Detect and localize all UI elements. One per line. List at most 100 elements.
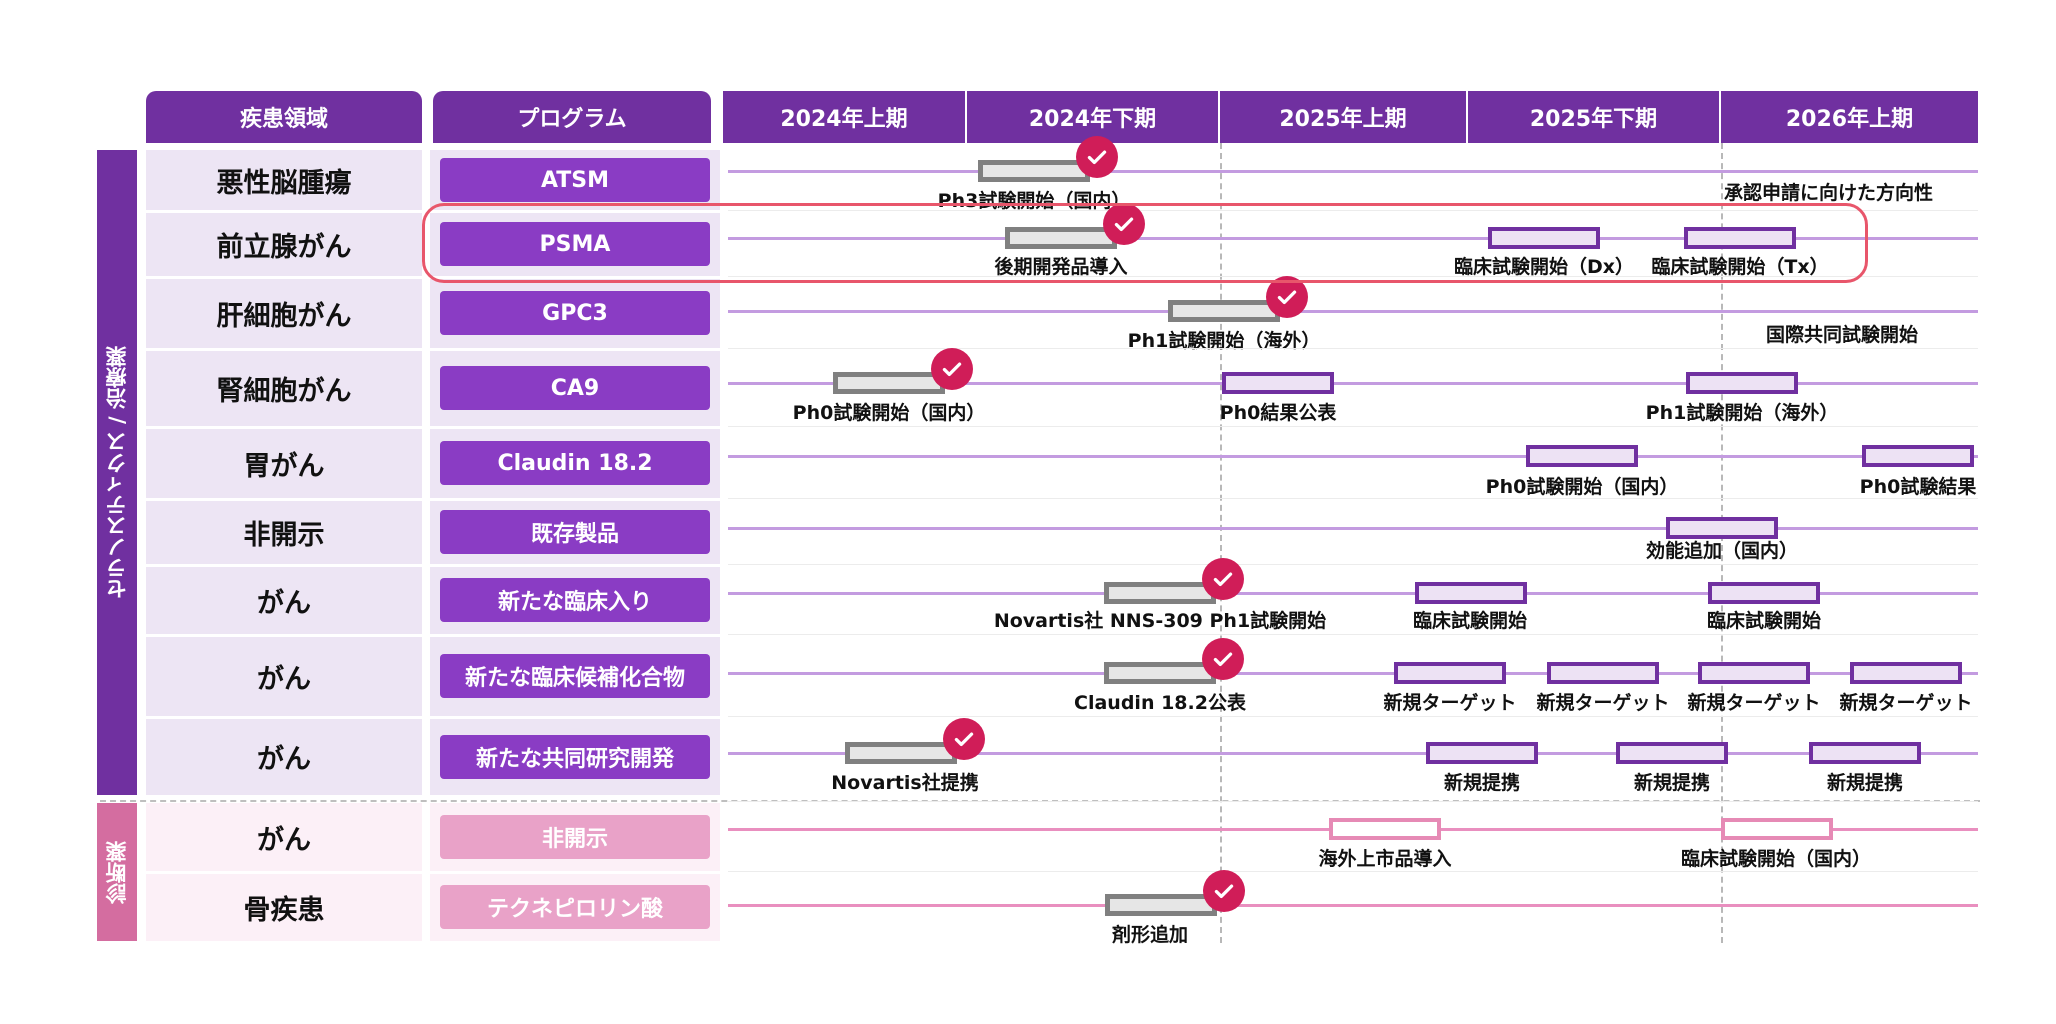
milestone-planned-box [1526, 445, 1638, 467]
header-period-2024h1: 2024年上期 [723, 91, 967, 143]
milestone-label: Ph1試験開始（海外） [1127, 330, 1321, 352]
disease-cell: がん [257, 663, 311, 695]
milestone-planned-box [1426, 742, 1538, 764]
milestone-completed-box [1105, 894, 1217, 916]
milestone-planned-box [1222, 372, 1334, 394]
timeline-row-divider [728, 498, 1978, 499]
program-button[interactable]: 新たな臨床入り [440, 578, 710, 622]
program-cell: 既存製品 [430, 500, 720, 564]
milestone-completed-box [1168, 300, 1280, 322]
milestone-planned-box [1666, 517, 1778, 539]
row-separator [146, 716, 722, 719]
program-button[interactable]: テクネピロリン酸 [440, 885, 710, 929]
milestone-label: Novartis社 NNS-309 Ph1試験開始 [993, 610, 1327, 632]
milestone-planned-box [1698, 662, 1810, 684]
milestone-planned-box [1850, 662, 1962, 684]
timeline-row-divider [728, 210, 1978, 211]
group-label-therapeutics: セラノスティクス / 治療薬 [105, 345, 129, 600]
milestone-label: 後期開発品導入 [994, 256, 1128, 278]
program-button[interactable]: 既存製品 [440, 510, 710, 554]
disease-cell: 非開示 [243, 519, 325, 551]
milestone-label: 新規ターゲット [1839, 692, 1973, 714]
milestone-label: Ph0試験結果 [1859, 476, 1977, 498]
milestone-completed-box [845, 742, 957, 764]
timeline-line [728, 382, 1978, 385]
disease-cell: がん [257, 744, 311, 775]
timeline-line [728, 672, 1978, 675]
milestone-completed-box [833, 372, 945, 394]
checkmark-icon [931, 348, 973, 390]
group-band-therapeutics: セラノスティクス / 治療薬 [97, 150, 137, 795]
checkmark-icon [1076, 136, 1118, 178]
program-button[interactable]: 新たな臨床候補化合物 [440, 654, 710, 698]
milestone-label: 新規ターゲット [1536, 692, 1670, 714]
timeline-row-divider [728, 426, 1978, 427]
timeline-row-divider [728, 564, 1978, 565]
checkmark-icon [1202, 558, 1244, 600]
milestone-label: 臨床試験開始（Tx） [1651, 256, 1829, 278]
program-button[interactable]: Claudin 18.2 [440, 441, 710, 485]
milestone-label: 剤形追加 [1111, 924, 1189, 946]
header-period-2025h1: 2025年上期 [1220, 91, 1468, 143]
program-button[interactable]: ATSM [440, 158, 710, 202]
milestone-completed-box [1104, 662, 1216, 684]
milestone-planned-box [1708, 582, 1820, 604]
timeline-divider-2025 [1220, 143, 1222, 943]
row-separator [146, 426, 722, 429]
program-cell: ATSM [430, 150, 720, 210]
roadmap-note: 国際共同試験開始 [1766, 324, 1919, 346]
milestone-completed-box [978, 160, 1090, 182]
program-button[interactable]: 新たな共同研究開発 [440, 735, 710, 779]
group-label-diagnostics: 診断薬 [105, 840, 129, 904]
milestone-planned-box [1862, 445, 1974, 467]
milestone-planned-box [1329, 818, 1441, 840]
checkmark-icon [943, 718, 985, 760]
checkmark-icon [1103, 203, 1145, 245]
milestone-completed-box [1104, 582, 1216, 604]
milestone-planned-box [1686, 372, 1798, 394]
milestone-planned-box [1809, 742, 1921, 764]
program-button[interactable]: PSMA [440, 222, 710, 266]
timeline-line [728, 752, 1978, 755]
milestone-planned-box [1415, 582, 1527, 604]
row-separator [146, 564, 722, 567]
milestone-label: 臨床試験開始 [1706, 610, 1822, 632]
milestone-planned-box [1721, 818, 1833, 840]
disease-cell: 胃がん [243, 450, 325, 482]
milestone-planned-box [1547, 662, 1659, 684]
milestone-label: 新規提携 [1826, 772, 1904, 794]
timeline-row-divider [728, 348, 1978, 349]
timeline-row-divider [728, 276, 1978, 277]
row-separator [146, 871, 722, 874]
program-cell: PSMA [430, 212, 720, 276]
milestone-label: Claudin 18.2公表 [1074, 692, 1246, 714]
timeline-line [728, 904, 1978, 907]
timeline-line [728, 455, 1978, 458]
disease-column-bg-therapeutics [146, 150, 422, 795]
header-disease-area: 疾患領域 [146, 91, 422, 143]
milestone-label: 新規ターゲット [1687, 692, 1821, 714]
timeline-line [728, 592, 1978, 595]
milestone-label: Ph1試験開始（海外） [1645, 402, 1839, 424]
milestone-planned-box [1616, 742, 1728, 764]
milestone-label: 新規提携 [1443, 772, 1521, 794]
program-button[interactable]: GPC3 [440, 291, 710, 335]
timeline-line [728, 310, 1978, 313]
disease-cell: がん [257, 587, 311, 619]
milestone-label: Ph0試験開始（国内） [792, 402, 986, 424]
header-program: プログラム [433, 91, 711, 143]
program-button[interactable]: 非開示 [440, 815, 710, 859]
milestone-label: 海外上市品導入 [1318, 848, 1452, 870]
psma-highlight-frame [422, 203, 1868, 283]
timeline-line [728, 527, 1978, 530]
disease-cell: 腎細胞がん [216, 375, 352, 407]
milestone-label: 臨床試験開始（国内） [1680, 848, 1872, 870]
milestone-label: 臨床試験開始（Dx） [1453, 256, 1635, 278]
disease-cell: 悪性脳腫瘍 [216, 167, 352, 199]
row-separator [146, 634, 722, 637]
header-period-2026h1: 2026年上期 [1721, 91, 1978, 143]
program-button[interactable]: CA9 [440, 366, 710, 410]
milestone-label: Novartis社提携 [831, 772, 979, 794]
milestone-label: 新規ターゲット [1383, 692, 1517, 714]
